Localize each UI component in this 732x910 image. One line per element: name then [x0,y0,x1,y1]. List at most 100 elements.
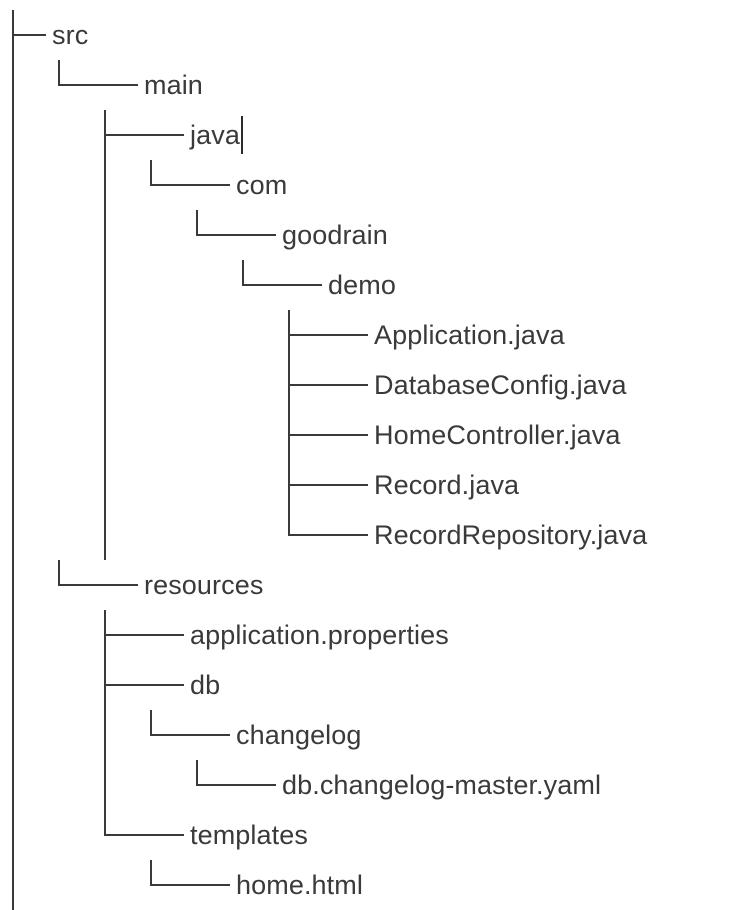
tree-row[interactable]: Record.java [0,460,732,510]
tree-branch-elbow-icon [138,860,184,910]
tree-branch-blank-icon [138,360,184,410]
text-cursor-caret [240,116,243,154]
tree-node-label: src [52,20,89,50]
tree-branch-dash-icon [322,410,368,460]
tree-branch-dash-icon [322,360,368,410]
tree-branch-blank-icon [46,860,92,910]
tree-branch-blank-icon [184,510,230,560]
tree-row[interactable]: changelog [0,710,732,760]
tree-branch-pipe-icon [0,60,46,110]
tree-branch-blank-icon [230,510,276,560]
tree-branch-tee-icon [92,660,138,710]
tree-node-label: demo [328,270,396,300]
tree-branch-blank-icon [46,110,92,160]
tree-branch-pipe-icon [92,460,138,510]
tree-row[interactable]: db [0,660,732,710]
tree-branch-dash-icon [138,610,184,660]
tree-branch-pipe-icon [0,460,46,510]
tree-branch-pipe-icon [0,560,46,610]
tree-node-label: RecordRepository.java [374,520,648,550]
tree-branch-blank-icon [46,210,92,260]
tree-branch-dash-icon [184,710,230,760]
tree-row[interactable]: db.changelog-master.yaml [0,760,732,810]
tree-row[interactable]: application.properties [0,610,732,660]
tree-branch-blank-icon [184,260,230,310]
tree-row[interactable]: com [0,160,732,210]
tree-node-label: HomeController.java [374,420,621,450]
tree-branch-blank-icon [46,360,92,410]
tree-row[interactable]: home.html [0,860,732,910]
tree-branch-blank-icon [92,860,138,910]
tree-branch-tee-icon [276,310,322,360]
tree-branch-pipe-icon [0,360,46,410]
tree-branch-pipe-icon [0,710,46,760]
tree-node-label: resources [144,570,264,600]
tree-branch-pipe-icon [92,310,138,360]
tree-branch-elbow-icon [138,160,184,210]
tree-branch-dash-icon [276,260,322,310]
tree-branch-blank-icon [230,410,276,460]
tree-row[interactable]: DatabaseConfig.java [0,360,732,410]
tree-branch-dash-icon [138,110,184,160]
tree-row[interactable]: java [0,110,732,160]
tree-branch-pipe-icon [92,760,138,810]
tree-branch-dash-icon [322,460,368,510]
tree-branch-elbow-icon [92,810,138,860]
tree-node-label: Application.java [374,320,565,350]
tree-row[interactable]: main [0,60,732,110]
tree-branch-pipe-icon [0,410,46,460]
tree-row[interactable]: resources [0,560,732,610]
tree-branch-pipe-icon [92,410,138,460]
tree-branch-pipe-icon [92,510,138,560]
tree-branch-blank-icon [46,160,92,210]
tree-branch-elbow-icon [46,560,92,610]
tree-row[interactable]: RecordRepository.java [0,510,732,560]
tree-branch-elbow-icon [46,60,92,110]
tree-branch-dash-icon [92,560,138,610]
tree-branch-pipe-icon [0,260,46,310]
tree-branch-pipe-icon [92,260,138,310]
tree-branch-blank-icon [230,460,276,510]
tree-branch-blank-icon [138,760,184,810]
tree-row[interactable]: Application.java [0,310,732,360]
tree-branch-pipe-icon [0,310,46,360]
tree-row[interactable]: goodrain [0,210,732,260]
tree-branch-blank-icon [46,760,92,810]
tree-row[interactable]: HomeController.java [0,410,732,460]
tree-branch-tee-icon [92,610,138,660]
tree-branch-tee-icon [0,10,46,60]
tree-branch-blank-icon [46,660,92,710]
tree-branch-dash-icon [138,810,184,860]
tree-branch-elbow-icon [184,760,230,810]
tree-branch-pipe-icon [0,760,46,810]
tree-branch-pipe-icon [92,210,138,260]
tree-branch-blank-icon [138,210,184,260]
tree-row[interactable]: templates [0,810,732,860]
tree-branch-pipe-icon [0,160,46,210]
tree-branch-blank-icon [46,710,92,760]
tree-branch-blank-icon [138,460,184,510]
tree-branch-blank-icon [138,260,184,310]
tree-branch-pipe-icon [0,810,46,860]
tree-row[interactable]: demo [0,260,732,310]
tree-branch-blank-icon [184,360,230,410]
tree-branch-blank-icon [184,310,230,360]
tree-branch-dash-icon [322,310,368,360]
tree-branch-pipe-icon [0,860,46,910]
tree-row[interactable]: src [0,10,732,60]
tree-branch-blank-icon [184,460,230,510]
tree-branch-elbow-icon [138,710,184,760]
tree-branch-dash-icon [184,160,230,210]
tree-branch-blank-icon [184,410,230,460]
tree-branch-pipe-icon [92,360,138,410]
tree-node-label: goodrain [282,220,388,250]
tree-node-label: main [144,70,203,100]
tree-branch-blank-icon [230,310,276,360]
tree-branch-pipe-icon [92,160,138,210]
tree-branch-pipe-icon [0,660,46,710]
tree-branch-blank-icon [138,310,184,360]
tree-branch-dash-icon [230,760,276,810]
tree-branch-tee-icon [276,410,322,460]
tree-branch-blank-icon [46,310,92,360]
tree-node-label: templates [190,820,308,850]
